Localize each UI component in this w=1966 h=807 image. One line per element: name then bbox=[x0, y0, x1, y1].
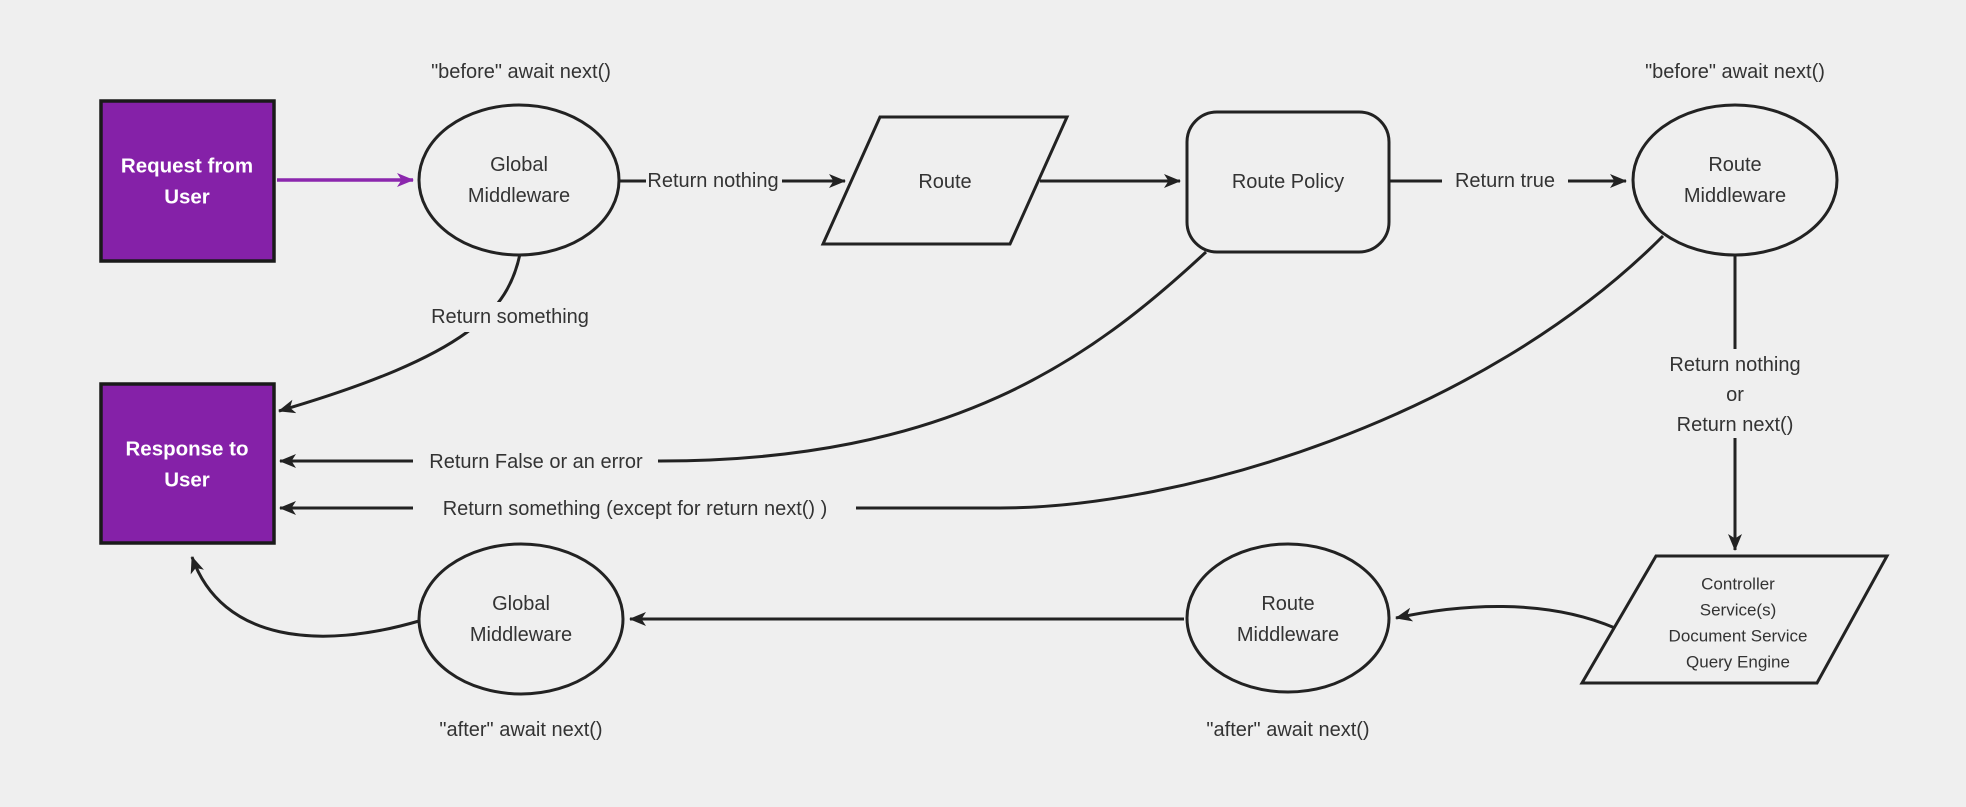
edge-label-return-nothing-or-next-line2: or bbox=[1726, 384, 1744, 406]
route-policy-box bbox=[1185, 110, 1391, 254]
node-global-middleware-bottom: Global Middleware bbox=[417, 542, 625, 696]
edge-label-before-await-next-global: "before" await next() bbox=[431, 61, 611, 83]
global-middleware-top-label-line1: Global bbox=[490, 154, 548, 176]
route-middleware-top-label-line1: Route bbox=[1708, 154, 1761, 176]
controller-label-line4: Query Engine bbox=[1686, 653, 1790, 672]
edge-label-return-something: Return something bbox=[431, 306, 589, 328]
edge-label-return-false-or-error: Return False or an error bbox=[429, 451, 643, 473]
label-mask bbox=[417, 302, 605, 332]
controller-label-line1: Controller bbox=[1701, 575, 1775, 594]
global-middleware-top-ellipse bbox=[417, 103, 621, 257]
edge-controller-to-route-middleware-bottom bbox=[1395, 605, 1616, 630]
request-from-user-box bbox=[99, 99, 276, 263]
edge-label-return-nothing: Return nothing bbox=[647, 170, 778, 192]
label-mask bbox=[1648, 349, 1822, 438]
edge-label-return-nothing-or-next-line3: Return next() bbox=[1677, 414, 1794, 436]
route-middleware-bottom-label-line2: Middleware bbox=[1237, 624, 1339, 646]
label-mask bbox=[413, 493, 856, 524]
controller-label-line3: Document Service bbox=[1669, 627, 1808, 646]
global-middleware-bottom-label-line2: Middleware bbox=[470, 624, 572, 646]
route-label: Route bbox=[918, 171, 971, 193]
edge-global-middleware-to-response bbox=[278, 253, 522, 414]
global-middleware-bottom-ellipse bbox=[417, 542, 625, 696]
route-parallelogram bbox=[820, 115, 1070, 246]
label-mask bbox=[413, 446, 658, 477]
edge-route-policy-to-response bbox=[279, 250, 1208, 468]
request-from-user-label-line2: User bbox=[164, 186, 210, 209]
controller-services-parallelogram bbox=[1579, 554, 1890, 685]
node-route-policy: Route Policy bbox=[1185, 110, 1391, 254]
response-to-user-label-line1: Response to bbox=[125, 438, 248, 461]
route-policy-label: Route Policy bbox=[1232, 171, 1344, 193]
node-route-middleware-bottom: Route Middleware bbox=[1185, 542, 1391, 694]
route-middleware-bottom-label-line1: Route bbox=[1261, 593, 1314, 615]
edge-global-middleware-bottom-to-response bbox=[190, 556, 420, 638]
response-to-user-box bbox=[99, 382, 276, 545]
node-response-to-user: Response to User bbox=[99, 382, 276, 545]
edge-route-middleware-to-response bbox=[279, 234, 1665, 515]
edge-label-return-nothing-or-next-line1: Return nothing bbox=[1669, 354, 1800, 376]
route-middleware-top-ellipse bbox=[1631, 103, 1839, 257]
edge-label-return-true: Return true bbox=[1455, 170, 1555, 192]
global-middleware-bottom-label-line1: Global bbox=[492, 593, 550, 615]
edge-label-return-nothing-or-next: Return nothing or Return next() bbox=[1669, 354, 1800, 436]
edge-label-after-await-next-route: "after" await next() bbox=[1206, 719, 1369, 741]
global-middleware-top-label-line2: Middleware bbox=[468, 185, 570, 207]
controller-label-line2: Service(s) bbox=[1700, 601, 1777, 620]
request-from-user-label-line1: Request from bbox=[121, 155, 253, 178]
route-middleware-top-label-line2: Middleware bbox=[1684, 185, 1786, 207]
node-request-from-user: Request from User bbox=[99, 99, 276, 263]
response-to-user-label-line2: User bbox=[164, 469, 210, 492]
node-route: Route bbox=[820, 115, 1070, 246]
label-mask bbox=[1442, 164, 1568, 197]
edge-label-after-await-next-global: "after" await next() bbox=[439, 719, 602, 741]
node-global-middleware-top: Global Middleware bbox=[417, 103, 621, 257]
route-middleware-bottom-ellipse bbox=[1185, 542, 1391, 694]
label-mask bbox=[646, 164, 782, 197]
edge-label-return-something-except: Return something (except for return next… bbox=[443, 498, 828, 520]
node-route-middleware-top: Route Middleware bbox=[1631, 103, 1839, 257]
node-controller-services: Controller Service(s) Document Service Q… bbox=[1579, 554, 1890, 685]
edge-label-before-await-next-route: "before" await next() bbox=[1645, 61, 1825, 83]
